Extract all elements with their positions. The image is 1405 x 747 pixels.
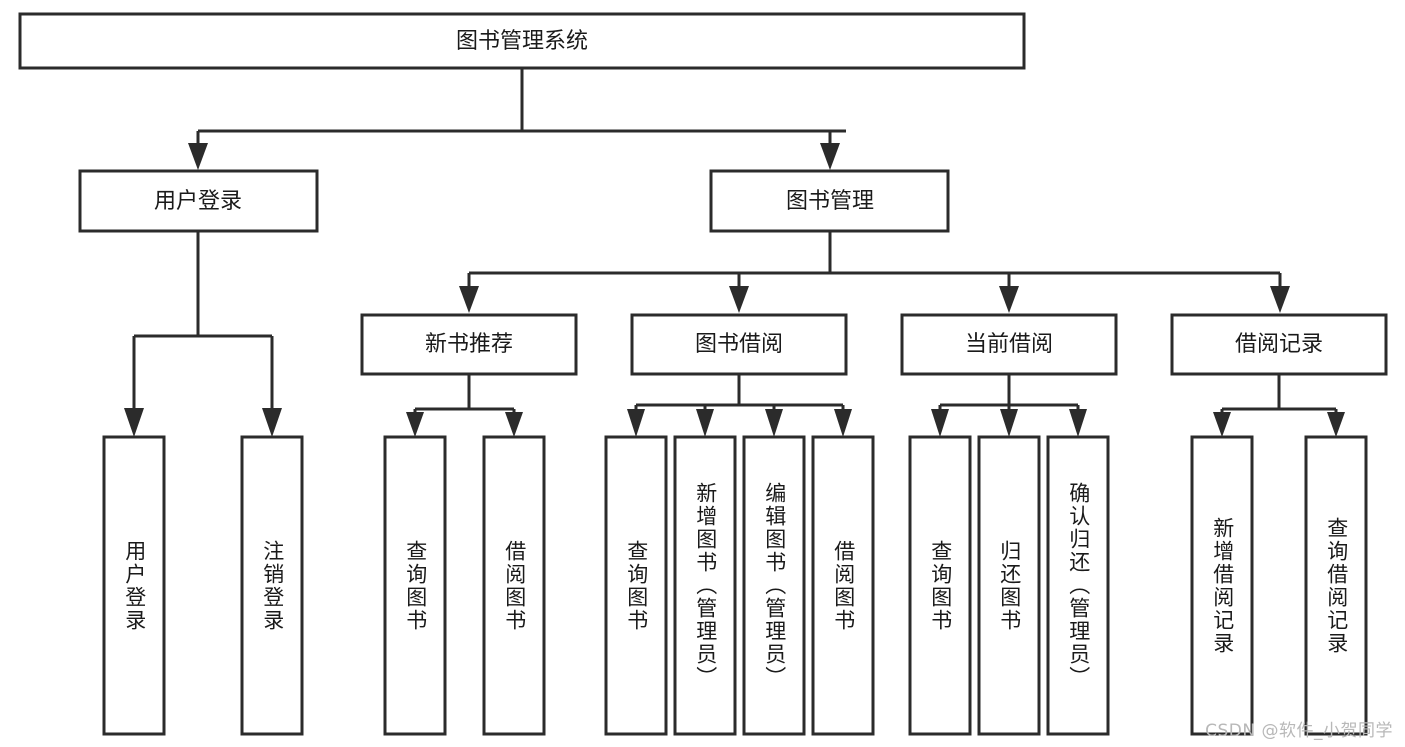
current-borrow-box-rect bbox=[900, 313, 1118, 376]
arrow-head-icon bbox=[1270, 286, 1290, 313]
new-book-recommend-box-label: 新书推荐 bbox=[425, 332, 513, 357]
arrow-head-icon bbox=[999, 286, 1019, 313]
arrow-head-icon bbox=[1327, 412, 1345, 437]
book-management-box-label: 图书管理 bbox=[786, 189, 874, 214]
node-root[interactable]: 图书管理系统 bbox=[18, 12, 1026, 70]
connector-user-login-to-leaves bbox=[124, 231, 282, 437]
connector-borrow-record-to-leaves bbox=[1213, 374, 1345, 437]
root-box-label: 图书管理系统 bbox=[456, 29, 588, 54]
leaf-box-logout[interactable] bbox=[240, 435, 304, 736]
leaf-box-query-borrow-record[interactable] bbox=[1304, 435, 1368, 736]
current-borrow-box-label: 当前借阅 bbox=[965, 332, 1053, 357]
leaf-box-query-book-current[interactable] bbox=[908, 435, 972, 736]
arrow-head-icon bbox=[1000, 409, 1018, 437]
arrow-head-icon bbox=[1069, 409, 1087, 437]
node-new-book-recommend[interactable]: 新书推荐 bbox=[360, 313, 578, 376]
arrow-head-icon bbox=[627, 409, 645, 437]
leaf-box-query-book-recommend[interactable] bbox=[383, 435, 447, 736]
arrow-head-icon bbox=[1213, 412, 1231, 437]
connector-book-management-to-level2 bbox=[459, 231, 1290, 313]
leaf-box-borrow-book-recommend[interactable] bbox=[482, 435, 546, 736]
leaf-box-user-login[interactable] bbox=[102, 435, 166, 736]
watermark-text: CSDN @软件_小贺同学 bbox=[1205, 721, 1393, 741]
leaf-box-add-borrow-record[interactable] bbox=[1190, 435, 1254, 736]
leaf-box-edit-book-admin[interactable] bbox=[742, 435, 806, 736]
arrow-head-icon bbox=[124, 408, 144, 437]
leaf-box-add-book-admin[interactable] bbox=[673, 435, 737, 736]
arrow-head-icon bbox=[696, 409, 714, 437]
new-book-recommend-box-rect bbox=[360, 313, 578, 376]
node-book-borrow[interactable]: 图书借阅 bbox=[630, 313, 848, 376]
arrow-head-icon bbox=[931, 409, 949, 437]
leaf-box-confirm-return-admin[interactable] bbox=[1046, 435, 1110, 736]
leaf-box-query-book-borrow[interactable] bbox=[604, 435, 668, 736]
leaf-box-return-book[interactable] bbox=[977, 435, 1041, 736]
node-current-borrow[interactable]: 当前借阅 bbox=[900, 313, 1118, 376]
arrow-head-icon bbox=[505, 412, 523, 437]
connector-book-borrow-to-leaves bbox=[627, 374, 852, 437]
user-login-box-rect bbox=[78, 169, 319, 233]
user-login-box-label: 用户登录 bbox=[154, 189, 242, 214]
node-book-management[interactable]: 图书管理 bbox=[709, 169, 950, 233]
borrow-record-box-label: 借阅记录 bbox=[1235, 332, 1323, 357]
arrow-head-icon bbox=[729, 286, 749, 313]
connector-current-borrow-to-leaves bbox=[931, 374, 1087, 437]
leaf-box-borrow-book[interactable] bbox=[811, 435, 875, 736]
book-borrow-box-label: 图书借阅 bbox=[695, 332, 783, 357]
arrow-head-icon bbox=[820, 143, 840, 170]
arrow-head-icon bbox=[765, 409, 783, 437]
arrow-head-icon bbox=[459, 286, 479, 313]
root-box-rect bbox=[18, 12, 1026, 70]
arrow-head-icon bbox=[406, 412, 424, 437]
arrow-head-icon bbox=[262, 408, 282, 437]
connector-root-to-level1 bbox=[188, 68, 846, 170]
arrow-head-icon bbox=[188, 143, 208, 170]
node-user-login[interactable]: 用户登录 bbox=[78, 169, 319, 233]
arrow-head-icon bbox=[834, 409, 852, 437]
node-borrow-record[interactable]: 借阅记录 bbox=[1170, 313, 1388, 376]
connector-new-book-recommend-to-leaves bbox=[406, 374, 523, 437]
